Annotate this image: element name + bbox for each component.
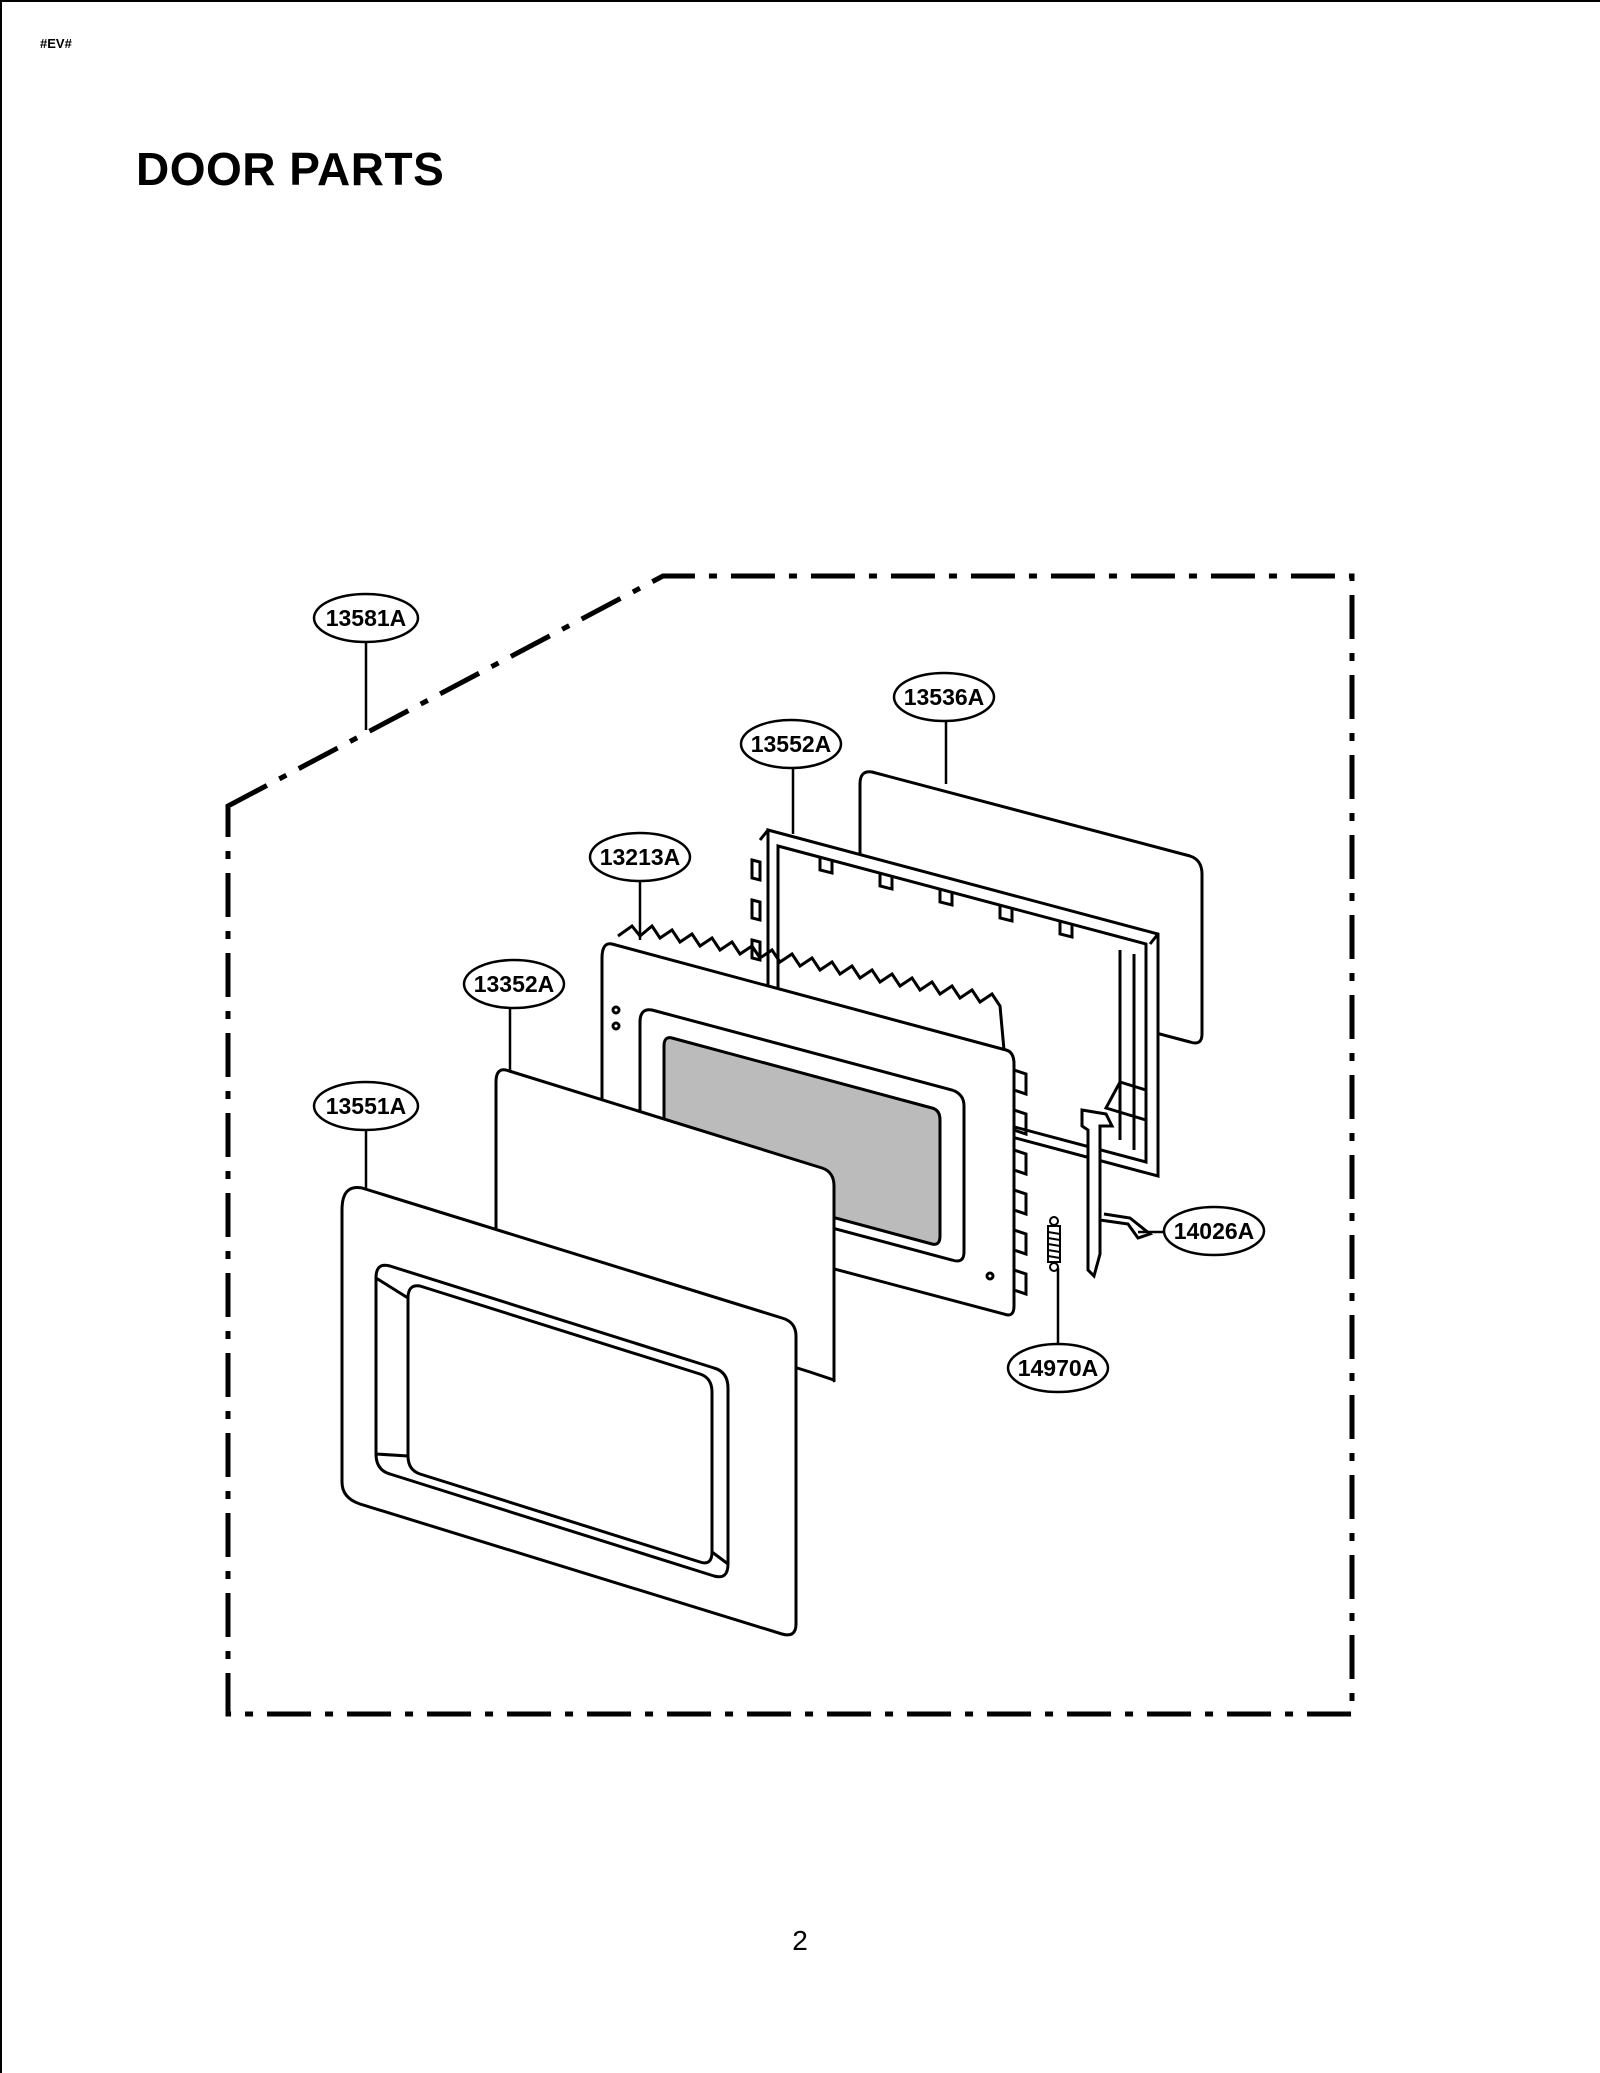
callout-13551a-label: 13551A	[326, 1093, 407, 1119]
callout-14026a: 14026A	[1162, 1205, 1266, 1257]
callout-14970a: 14970A	[1006, 1342, 1110, 1394]
callout-14970a-label: 14970A	[1018, 1355, 1099, 1381]
part-13551a-door-front	[340, 1185, 798, 1637]
callout-13352a: 13352A	[462, 958, 566, 1010]
page-number: 2	[792, 1925, 808, 1956]
page-title: DOOR PARTS	[136, 143, 445, 195]
callout-13213a-label: 13213A	[600, 844, 681, 870]
part-13352a-screen	[494, 1068, 836, 1383]
part-14970a-spring	[1047, 1216, 1061, 1272]
callout-13552a-label: 13552A	[751, 731, 832, 757]
callout-14026a-label: 14026A	[1174, 1218, 1255, 1244]
document-code: #EV#	[40, 36, 72, 51]
callout-13536a-label: 13536A	[904, 684, 985, 710]
callout-13536a: 13536A	[892, 671, 996, 723]
assembly-boundary	[225, 573, 1355, 1717]
callout-13581a-label: 13581A	[326, 605, 407, 631]
callout-13213a: 13213A	[588, 831, 692, 883]
callout-13581a: 13581A	[312, 592, 420, 644]
callout-13551a: 13551A	[312, 1080, 420, 1132]
part-14026a-latch	[1080, 1108, 1154, 1279]
callout-13352a-label: 13352A	[474, 971, 555, 997]
leader-lines	[364, 642, 1164, 1346]
callout-13552a: 13552A	[739, 718, 843, 770]
